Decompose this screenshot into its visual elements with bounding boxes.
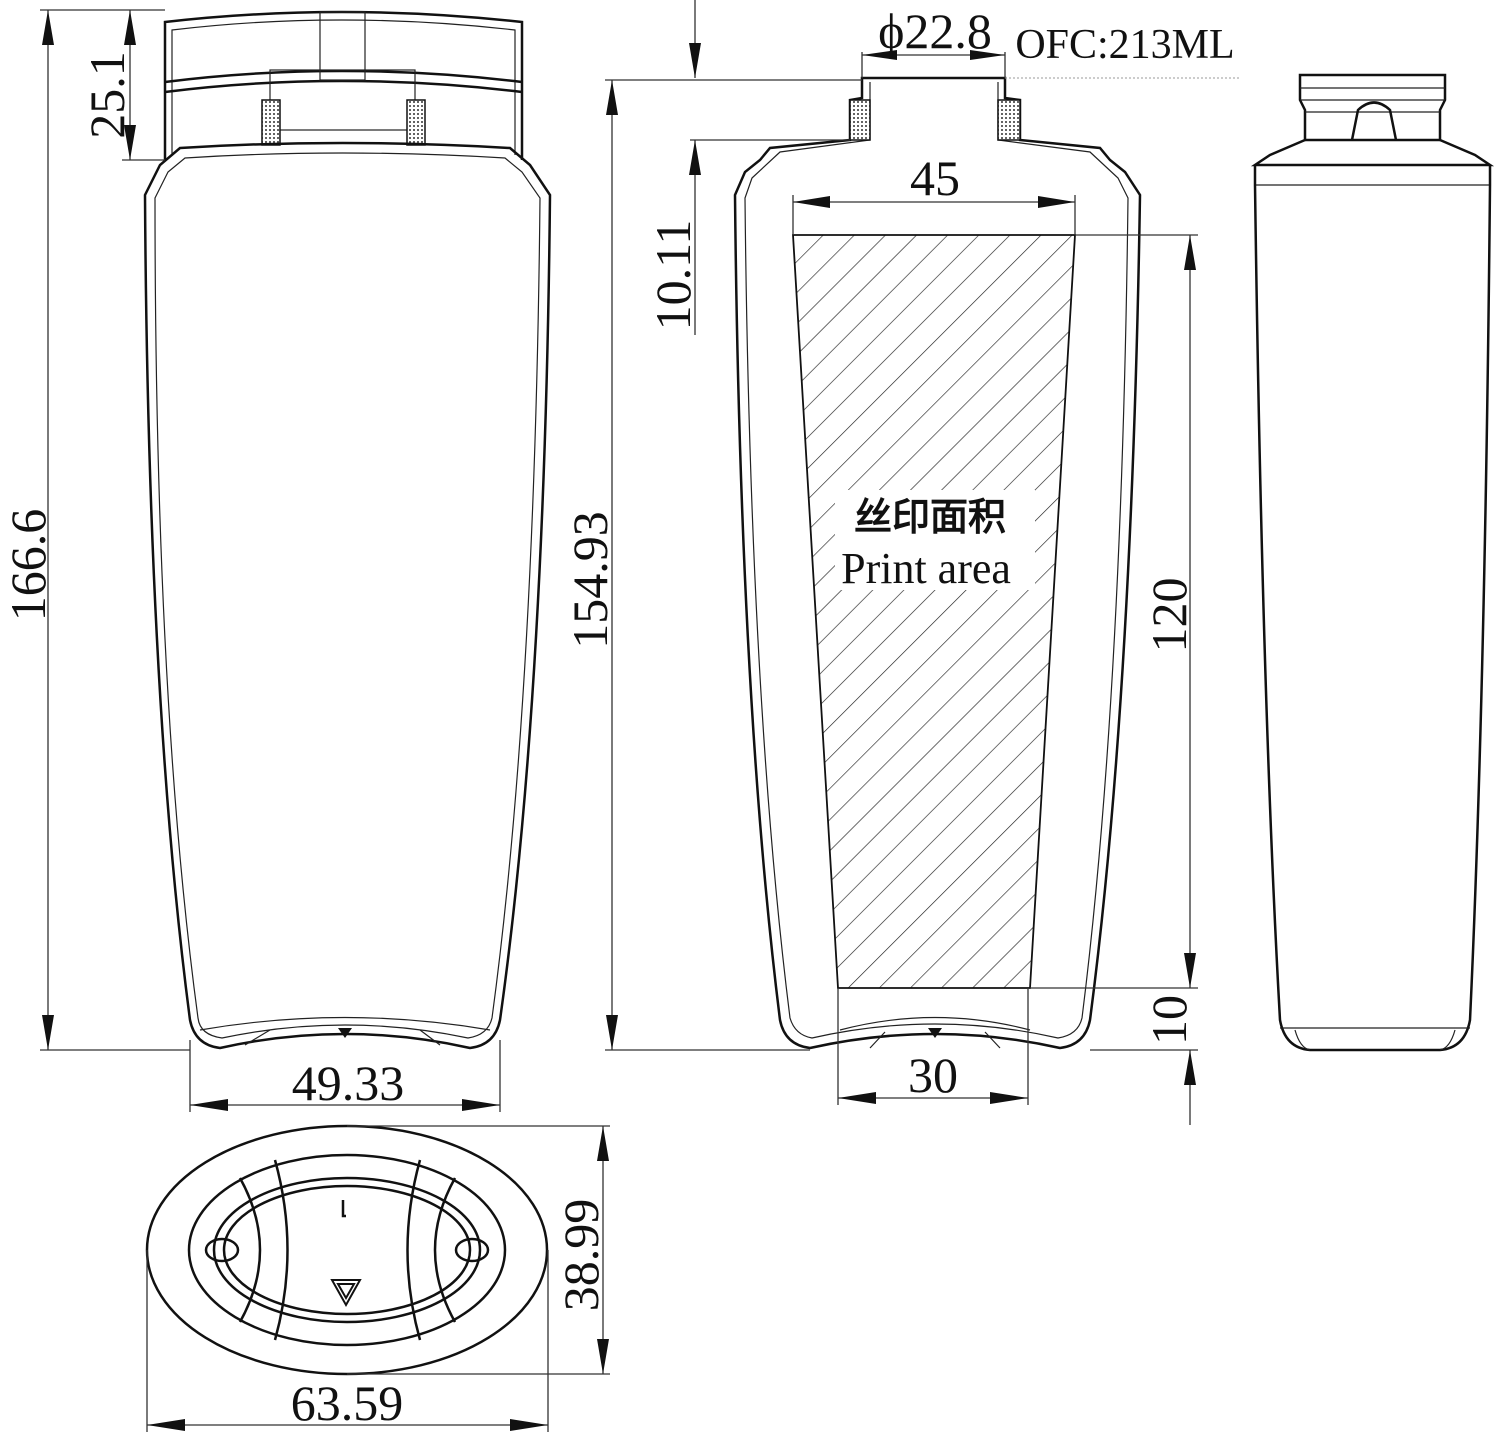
dimension-cap-height: 25.1 <box>79 10 165 161</box>
dimension-print-bottom-width: 30 <box>837 988 1029 1105</box>
capacity-label: OFC:213ML <box>1015 22 1234 68</box>
print-area-hatch <box>792 234 1076 989</box>
total-height-value: 166.6 <box>0 509 56 622</box>
bottle-outline-front <box>143 141 552 1050</box>
shoulder-height-value: 10.11 <box>645 220 701 331</box>
print-bottom-width-value: 30 <box>908 1047 958 1103</box>
side-view: 丝印面积 Print area <box>733 76 1142 1050</box>
exterior-view <box>1250 73 1495 1052</box>
dimension-print-height: 120 10 <box>1030 234 1198 1125</box>
base-width-front-value: 49.33 <box>292 1055 405 1111</box>
base-width-value: 63.59 <box>291 1375 404 1431</box>
dimension-shoulder-height: 10.11 <box>645 0 850 335</box>
neck-diameter-value: ϕ22.8 <box>878 3 992 59</box>
print-bottom-offset-value: 10 <box>1141 995 1197 1045</box>
print-area-label-en: Print area <box>841 544 1011 593</box>
bottle-outline-exterior <box>1253 165 1492 1052</box>
print-top-width-value: 45 <box>910 150 960 206</box>
dimension-total-height: 166.6 <box>0 9 190 1051</box>
cap-height-value: 25.1 <box>79 51 135 139</box>
base-depth-value: 38.99 <box>553 1199 609 1312</box>
dimension-base-width: 63.59 <box>146 1250 549 1432</box>
dimension-neck-diameter: ϕ22.8 OFC:213ML <box>861 3 1240 79</box>
dimension-print-top-width: 45 <box>792 150 1076 235</box>
print-height-value: 120 <box>1141 578 1197 653</box>
bottle-outline-side <box>733 76 1142 1050</box>
front-section-view <box>143 10 552 1050</box>
recycle-symbol-icon <box>330 1279 362 1308</box>
dimension-bottle-height: 154.93 <box>562 79 862 1051</box>
base-view <box>145 1124 549 1376</box>
bottle-height-value: 154.93 <box>562 511 618 649</box>
print-area-label-cn: 丝印面积 <box>854 495 1006 539</box>
dimension-base-width-front: 49.33 <box>189 1040 501 1112</box>
dimension-base-depth: 38.99 <box>347 1125 610 1375</box>
